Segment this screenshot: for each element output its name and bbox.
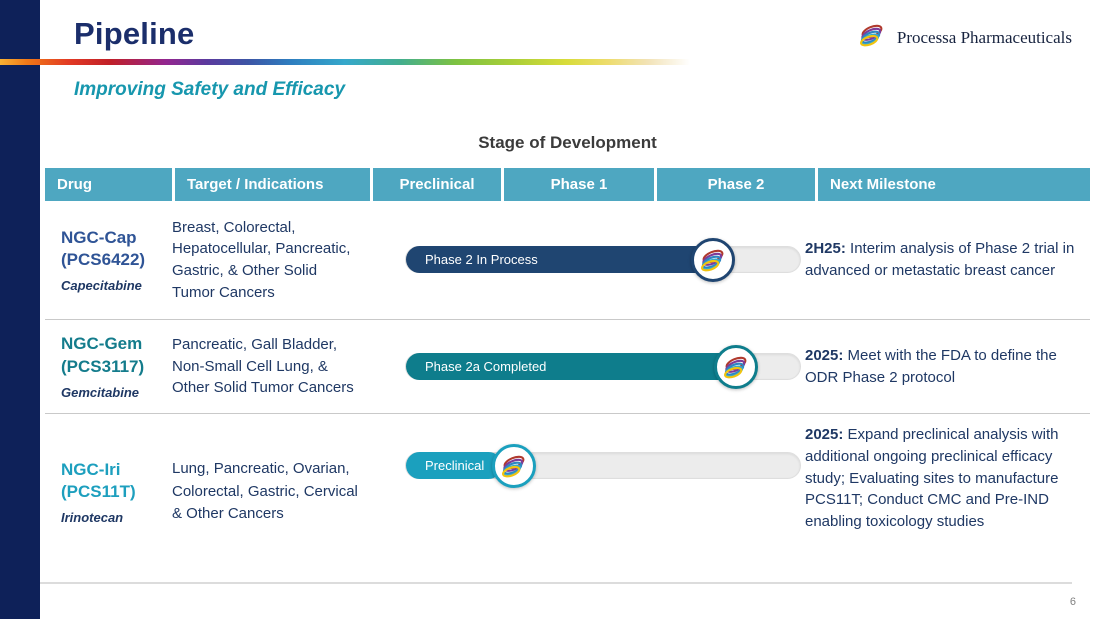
stage-progress-cell: Phase 2a Completed xyxy=(367,320,805,413)
drug-name: NGC-Gem (PCS3117) xyxy=(61,334,145,376)
processa-swirl-icon xyxy=(855,18,889,57)
progress-track: Preclinical xyxy=(405,443,801,488)
brand-name: Processa Pharmaceuticals xyxy=(896,27,1072,47)
drug-generic-name: Irinotecan xyxy=(61,510,124,526)
next-milestone-cell: 2H25: Interim analysis of Phase 2 trial … xyxy=(805,240,1075,279)
table-header-row: Drug Target / Indications Preclinical Ph… xyxy=(45,168,1090,201)
column-header-next-milestone: Next Milestone xyxy=(818,168,1090,201)
progress-label: Preclinical xyxy=(425,458,485,473)
progress-track: Phase 2 In Process xyxy=(405,237,801,282)
page-number: 6 xyxy=(1069,596,1076,608)
processa-swirl-badge-icon xyxy=(691,237,735,282)
target-indications-cell: Breast, Colorectal, Hepatocellular, Panc… xyxy=(172,218,351,301)
progress-track: Phase 2a Completed xyxy=(405,344,801,389)
drug-name: NGC-Cap (PCS6422) xyxy=(61,227,146,269)
rainbow-divider xyxy=(0,59,690,65)
column-header-target-indications: Target / Indications xyxy=(175,168,370,201)
drug-generic-name: Gemcitabine xyxy=(61,384,140,400)
progress-fill: Preclinical xyxy=(406,452,502,479)
next-milestone-cell: 2025: Expand preclinical analysis with a… xyxy=(805,426,1059,530)
processa-swirl-badge-icon xyxy=(492,443,536,488)
column-header-phase-2: Phase 2 xyxy=(657,168,815,201)
column-header-drug: Drug xyxy=(45,168,172,201)
drug-generic-name: Capecitabine xyxy=(61,278,142,294)
table-row: NGC-Cap (PCS6422) Capecitabine Breast, C… xyxy=(45,201,1090,320)
column-header-phase-1: Phase 1 xyxy=(504,168,654,201)
progress-fill: Phase 2a Completed xyxy=(406,353,748,380)
brand-logo: Processa Pharmaceuticals xyxy=(855,18,1072,57)
drug-name: NGC-Iri (PCS11T) xyxy=(61,459,136,501)
footer-divider xyxy=(40,582,1072,584)
stage-of-development-heading: Stage of Development xyxy=(478,133,657,152)
progress-fill: Phase 2 In Process xyxy=(406,246,728,273)
table-row: NGC-Gem (PCS3117) Gemcitabine Pancreatic… xyxy=(45,320,1090,414)
stage-progress-cell: Phase 2 In Process xyxy=(367,201,805,319)
pipeline-table: Drug Target / Indications Preclinical Ph… xyxy=(45,168,1090,570)
progress-label: Phase 2a Completed xyxy=(425,359,547,374)
drug-cell-ngc-cap: NGC-Cap (PCS6422) Capecitabine xyxy=(45,201,172,319)
processa-swirl-badge-icon xyxy=(714,344,758,389)
target-indications-cell: Lung, Pancreatic, Ovarian, Colorectal, G… xyxy=(172,460,358,523)
drug-cell-ngc-iri: NGC-Iri (PCS11T) Irinotecan xyxy=(45,414,172,570)
page-title: Pipeline xyxy=(74,16,195,51)
progress-label: Phase 2 In Process xyxy=(425,252,538,267)
stage-progress-cell: Preclinical xyxy=(367,414,805,570)
slide-subtitle: Improving Safety and Efficacy xyxy=(74,79,346,100)
target-indications-cell: Pancreatic, Gall Bladder, Non-Small Cell… xyxy=(172,335,354,397)
drug-cell-ngc-gem: NGC-Gem (PCS3117) Gemcitabine xyxy=(45,320,172,413)
column-header-preclinical: Preclinical xyxy=(373,168,501,201)
next-milestone-cell: 2025: Meet with the FDA to define the OD… xyxy=(805,346,1057,386)
left-accent-bar xyxy=(0,0,40,619)
table-row: NGC-Iri (PCS11T) Irinotecan Lung, Pancre… xyxy=(45,414,1090,570)
